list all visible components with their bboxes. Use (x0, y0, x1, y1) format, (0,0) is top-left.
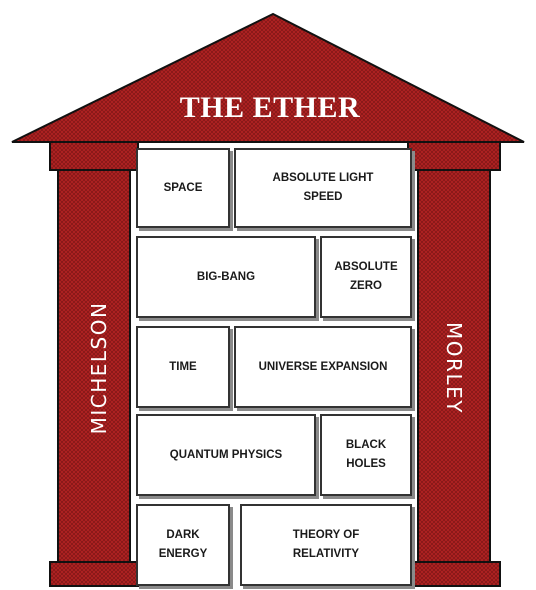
pillar-left-top-cap (50, 142, 138, 170)
brick-quantum-physics: QUANTUM PHYSICS (136, 414, 316, 496)
brick-absolute-zero: ABSOLUTE ZERO (320, 236, 412, 318)
brick-theory-of-relativity: THEORY OF RELATIVITY (240, 504, 412, 586)
pillar-left-base (50, 562, 138, 586)
pillar-left-label: MICHELSON (87, 293, 113, 443)
pillar-right-top-cap (408, 142, 500, 170)
brick-dark-energy: DARK ENERGY (136, 504, 230, 586)
brick-absolute-light-speed: ABSOLUTE LIGHT SPEED (234, 148, 412, 228)
brick-time: TIME (136, 326, 230, 408)
brick-universe-expansion: UNIVERSE EXPANSION (234, 326, 412, 408)
pillar-right-base (408, 562, 500, 586)
brick-black-holes: BLACK HOLES (320, 414, 412, 496)
brick-space: SPACE (136, 148, 230, 228)
pillar-right-label: MORLEY (440, 293, 466, 443)
brick-big-bang: BIG-BANG (136, 236, 316, 318)
roof-title: THE ETHER (150, 86, 390, 130)
